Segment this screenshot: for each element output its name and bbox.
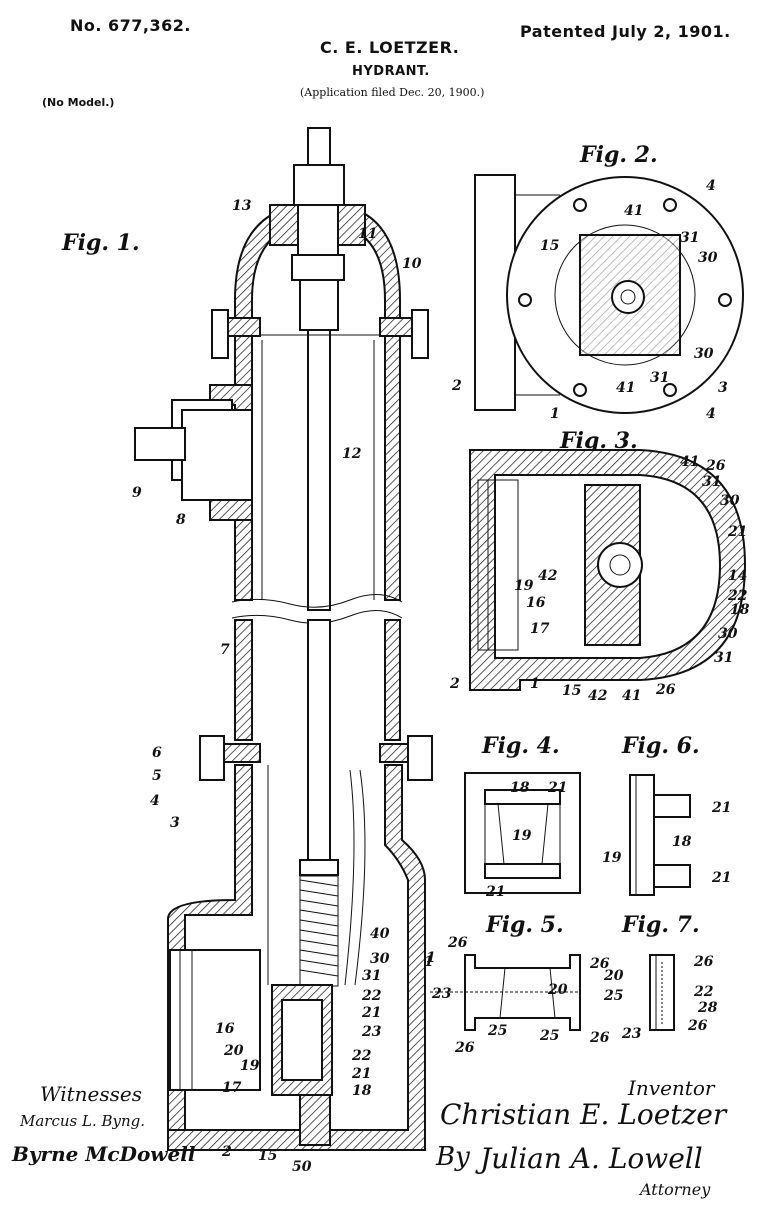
fig2-label-2: 2 [451, 378, 462, 394]
fig3-label-41b: 41 [622, 688, 641, 704]
fig3-label-18: 18 [730, 602, 750, 618]
fig3-label-15: 15 [562, 683, 581, 699]
fig1-label-21b: 21 [351, 1066, 371, 1082]
fig4-label-18: 18 [510, 780, 530, 796]
fig3-label-21: 21 [727, 524, 747, 540]
fig7-label-26b: 26 [687, 1018, 708, 1034]
fig4-label-19: 19 [512, 828, 532, 844]
fig2-label-4a: 4 [706, 178, 716, 194]
witness-signature-2: Byrne McDowell [12, 1142, 195, 1166]
fig1-label-19: 19 [240, 1058, 260, 1074]
fig1-label-22a: 22 [361, 988, 382, 1004]
fig3-label-17: 17 [530, 621, 550, 637]
fig6-drawing: 21 18 19 21 [602, 775, 731, 895]
fig3-label-42a: 42 [538, 568, 558, 584]
fig1-label-6: 6 [152, 745, 162, 761]
fig5-label-26a: 26 [447, 935, 468, 951]
fig2-label-30a: 30 [698, 250, 718, 266]
fig2-label-1: 1 [550, 406, 560, 422]
fig1-label-9: 9 [132, 485, 142, 501]
fig5-label-20: 20 [547, 982, 568, 998]
fig7-label-25: 25 [603, 988, 623, 1004]
fig3-label-26b: 26 [655, 682, 676, 698]
fig3-label-1: 1 [530, 676, 540, 692]
fig1-label-12: 12 [342, 446, 362, 462]
fig1-label-17: 17 [222, 1080, 242, 1096]
fig6-label-18: 18 [672, 834, 692, 850]
fig1-label-50: 50 [292, 1159, 312, 1175]
fig4-label-21b: 21 [485, 884, 505, 900]
fig7-label-22: 22 [693, 984, 714, 1000]
fig1-label-15: 15 [258, 1148, 277, 1164]
inventor-label: Inventor [628, 1076, 714, 1100]
fig1-label-18: 18 [352, 1083, 372, 1099]
fig1-label-23: 23 [361, 1024, 382, 1040]
fig1-label-30: 30 [370, 951, 390, 967]
witnesses-label: Witnesses [40, 1082, 142, 1106]
fig1-label-22b: 22 [351, 1048, 372, 1064]
fig1-label-8: 8 [176, 512, 186, 528]
fig6-label-21b: 21 [711, 870, 731, 886]
fig5-label-25b: 25 [539, 1028, 559, 1044]
fig6-label-21a: 21 [711, 800, 731, 816]
fig1-label-40: 40 [370, 926, 390, 942]
fig2-label-4b: 4 [706, 406, 716, 422]
fig3-label-31a: 31 [702, 474, 721, 490]
fig3-drawing: 41 26 31 30 21 42 14 19 22 18 16 17 30 3… [449, 450, 750, 704]
fig7-drawing: 26 20 22 25 28 23 26 [603, 954, 718, 1042]
fig1-label-4: 4 [150, 793, 160, 809]
fig1-label-13: 13 [232, 198, 252, 214]
fig1-label-11: 11 [358, 226, 377, 242]
fig1-label-5: 5 [152, 768, 162, 784]
fig1-label-3: 3 [170, 815, 180, 831]
fig3-label-30a: 30 [720, 493, 740, 509]
fig1-label-10: 10 [402, 256, 422, 272]
fig5-label-1: 1 [424, 954, 434, 970]
fig1-drawing: 13 11 10 12 9 8 7 6 5 4 3 40 30 31 22 21… [132, 128, 436, 1175]
fig1-label-20: 20 [223, 1043, 244, 1059]
inventor-signature: Christian E. Loetzer [440, 1098, 726, 1131]
fig5-label-25a: 25 [487, 1023, 507, 1039]
fig1-label-2: 2 [221, 1144, 232, 1160]
attorney-label: Attorney [640, 1180, 710, 1199]
fig1-label-21a: 21 [361, 1005, 381, 1021]
fig2-label-30b: 30 [694, 346, 714, 362]
fig3-label-14: 14 [728, 568, 747, 584]
attorney-signature: Julian A. Lowell [480, 1142, 703, 1175]
fig7-label-20: 20 [603, 968, 624, 984]
fig1-label-16: 16 [215, 1021, 235, 1037]
fig2-label-15: 15 [540, 238, 559, 254]
fig6-label-19: 19 [602, 850, 622, 866]
fig2-label-41b: 41 [616, 380, 635, 396]
fig2-drawing: 4 41 31 30 15 30 41 31 3 4 2 1 [451, 175, 743, 422]
fig4-label-21a: 21 [547, 780, 567, 796]
fig5-label-26d: 26 [589, 1030, 610, 1046]
fig2-label-3: 3 [718, 380, 728, 396]
fig7-label-23: 23 [621, 1026, 642, 1042]
witness-signature-1: Marcus L. Byng. [20, 1112, 145, 1130]
fig7-label-28: 28 [697, 1000, 718, 1016]
fig5-label-23: 23 [431, 986, 452, 1002]
fig1-label-7: 7 [220, 642, 230, 658]
fig3-label-2: 2 [449, 676, 460, 692]
fig3-label-19: 19 [514, 578, 534, 594]
fig2-label-41a: 41 [624, 203, 643, 219]
fig3-label-41: 41 [680, 454, 699, 470]
fig3-label-31b: 31 [714, 650, 733, 666]
fig5-label-26c: 26 [454, 1040, 475, 1056]
by-label: By [436, 1142, 470, 1172]
fig2-label-31b: 31 [650, 370, 669, 386]
fig3-label-16: 16 [526, 595, 546, 611]
fig2-label-31a: 31 [680, 230, 699, 246]
fig5-drawing: 26 26 23 20 25 25 26 26 1 [424, 935, 610, 1056]
fig3-label-30b: 30 [718, 626, 738, 642]
fig7-label-26a: 26 [693, 954, 714, 970]
fig3-label-42b: 42 [588, 688, 608, 704]
fig4-drawing: 18 21 19 21 [465, 773, 580, 900]
fig1-label-31: 31 [362, 968, 381, 984]
fig3-label-26a: 26 [705, 458, 726, 474]
